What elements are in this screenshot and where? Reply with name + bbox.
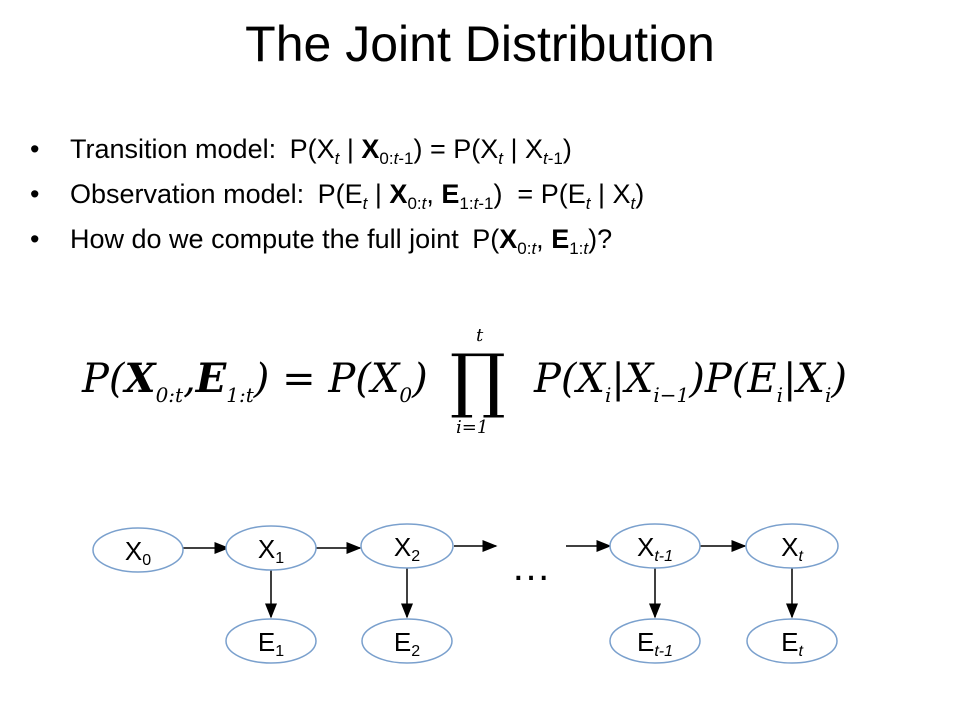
product-symbol: ∏ — [450, 339, 506, 421]
bullet-list: • Transition model: P(Xt | X0:t-1) = P(X… — [30, 132, 930, 267]
svg-text:X2: X2 — [394, 532, 420, 565]
svg-text:Xt-1: Xt-1 — [637, 532, 673, 565]
svg-text:X1: X1 — [258, 534, 284, 567]
bullet-label: How do we compute the full joint — [70, 224, 459, 254]
node-xt-minus-1: Xt-1 — [609, 523, 701, 569]
bullet-expression: P(X0:t, E1:t)? — [472, 224, 613, 258]
node-e1: E1 — [225, 618, 317, 664]
node-e2: E2 — [361, 618, 453, 664]
formula-rhs: P(Xi|Xi−1)P(Ei|Xi) — [534, 356, 847, 407]
hmm-diagram: … X0 X1 X2 Xt-1 Xt E1 E2 Et-1 Et — [92, 523, 839, 664]
bullet-expression: P(Et | X0:t, E1:t-1) = P(Et | Xt) — [317, 179, 645, 213]
bullet-transition-model: • Transition model: P(Xt | X0:t-1) = P(X… — [30, 132, 930, 177]
bullet-dot: • — [30, 224, 40, 254]
bullet-dot: • — [30, 134, 40, 164]
node-et: Et — [746, 618, 838, 664]
node-x2: X2 — [360, 523, 454, 569]
bullet-label: Transition model: — [70, 134, 277, 164]
chain-ellipsis: … — [511, 545, 551, 589]
bullet-label: Observation model: — [70, 179, 305, 209]
node-x0: X0 — [92, 527, 184, 573]
slide-title: The Joint Distribution — [245, 16, 715, 72]
node-x1: X1 — [225, 525, 317, 571]
svg-text:Xt: Xt — [781, 532, 803, 565]
joint-distribution-formula: P(X0:t,E1:t) = P(X0) ∏ t i=1 P(Xi|Xi−1)P… — [82, 325, 882, 438]
product-upper-limit: t — [476, 325, 484, 346]
bullet-observation-model: • Observation model: P(Et | X0:t, E1:t-1… — [30, 177, 930, 222]
node-et-minus-1: Et-1 — [609, 618, 701, 664]
svg-text:X0: X0 — [125, 536, 151, 569]
svg-text:Et: Et — [781, 627, 803, 660]
svg-text:E2: E2 — [394, 627, 420, 660]
formula-lhs: P(X0:t,E1:t) = P(X0) — [82, 355, 428, 407]
svg-text:E1: E1 — [258, 627, 284, 660]
svg-text:Et-1: Et-1 — [637, 627, 673, 660]
bullet-expression: P(Xt | X0:t-1) = P(Xt | Xt-1) — [289, 134, 572, 168]
bullet-full-joint-question: • How do we compute the full joint P(X0:… — [30, 222, 930, 267]
product-lower-limit: i=1 — [456, 417, 489, 438]
node-xt: Xt — [745, 523, 839, 569]
bullet-dot: • — [30, 179, 40, 209]
